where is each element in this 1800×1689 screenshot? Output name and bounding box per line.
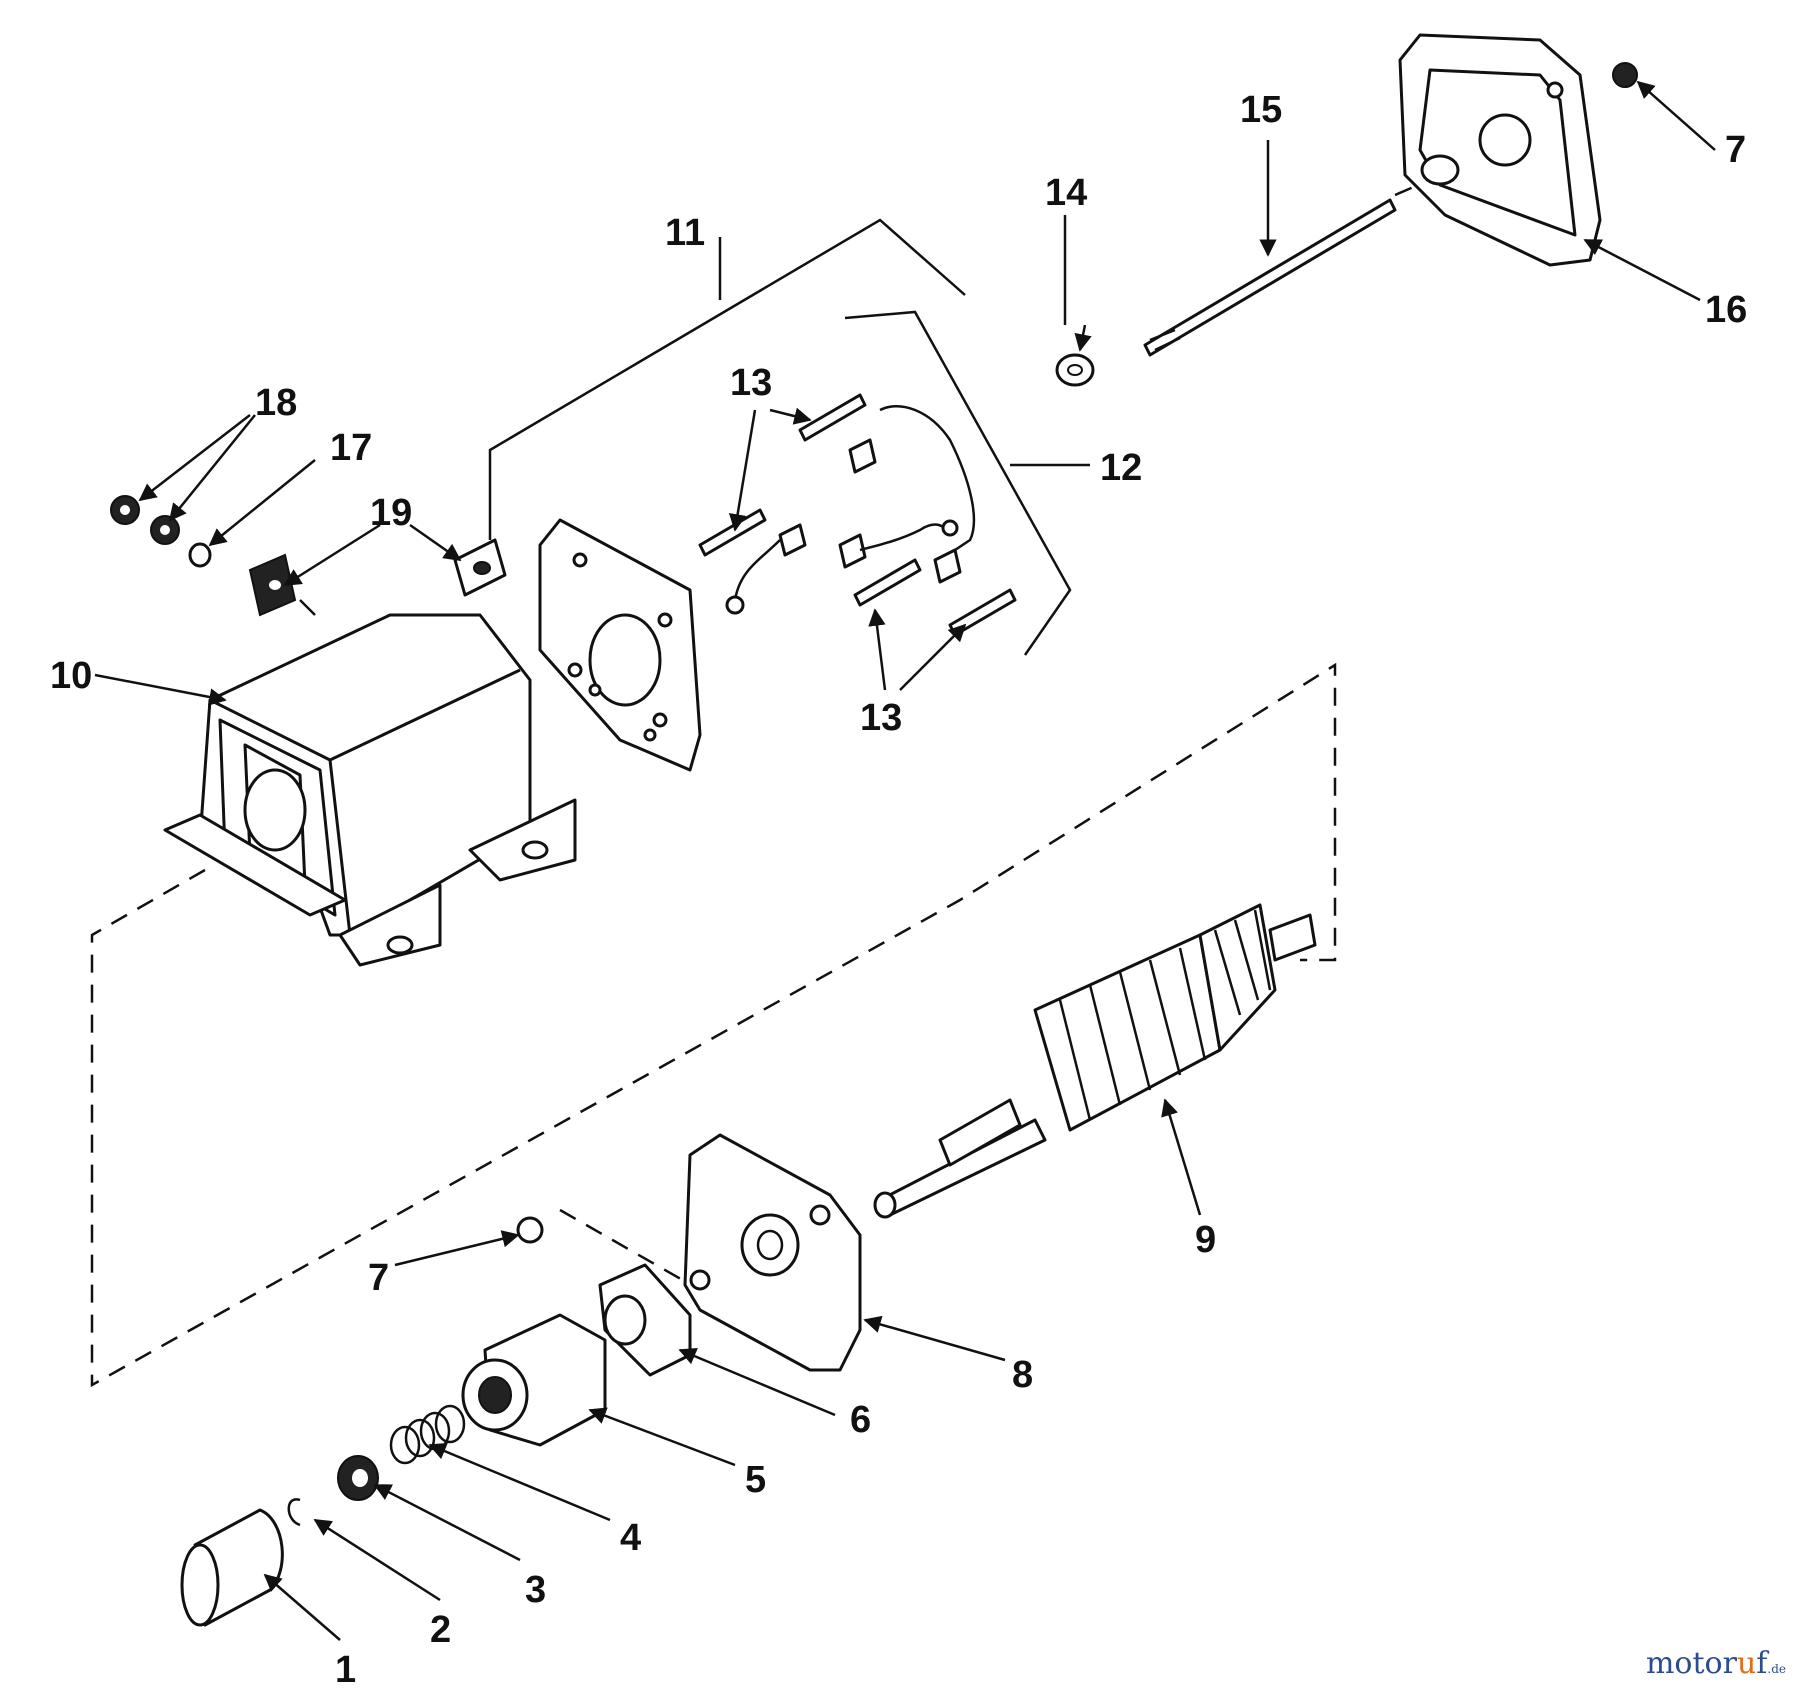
anti-drift-spring bbox=[389, 1404, 466, 1465]
drive-hub bbox=[598, 1263, 692, 1377]
dust-cover bbox=[180, 1508, 284, 1627]
field-frame-housing bbox=[163, 613, 577, 967]
callout-15: 15 bbox=[1240, 89, 1282, 131]
watermark-part2: u bbox=[1736, 1646, 1757, 1681]
callout-4: 4 bbox=[620, 1517, 641, 1559]
pinion-gear bbox=[461, 1313, 607, 1447]
callout-17: 17 bbox=[330, 427, 372, 469]
callout-11: 11 bbox=[665, 212, 705, 254]
spring-retainer bbox=[337, 1455, 379, 1501]
watermark-part3: f bbox=[1756, 1646, 1768, 1681]
callout-13-lower: 13 bbox=[860, 697, 902, 739]
callout-2: 2 bbox=[430, 1609, 451, 1651]
callout-10: 10 bbox=[50, 655, 92, 697]
callout-18: 18 bbox=[255, 382, 297, 424]
group-brackets bbox=[488, 218, 1072, 656]
callout-14: 14 bbox=[1045, 172, 1087, 214]
callout-9: 9 bbox=[1195, 1219, 1216, 1261]
callout-19: 19 bbox=[370, 492, 412, 534]
callout-1: 1 bbox=[335, 1649, 356, 1689]
callout-16: 16 bbox=[1705, 289, 1747, 331]
brush-plate bbox=[538, 518, 702, 772]
callout-6: 6 bbox=[850, 1399, 871, 1441]
callout-8: 8 bbox=[1012, 1354, 1033, 1396]
callout-5: 5 bbox=[745, 1459, 766, 1501]
watermark-logo: motoruf.de bbox=[1646, 1646, 1786, 1681]
drive-end-cap bbox=[683, 1133, 862, 1372]
callout-numbers: 1 2 3 4 5 6 7 8 9 10 11 12 13 13 14 15 1… bbox=[50, 89, 1747, 1689]
callout-12: 12 bbox=[1100, 447, 1142, 489]
brush-springs-and-brushes bbox=[698, 393, 1017, 637]
thrust-washer bbox=[1055, 353, 1095, 387]
watermark-part1: motor bbox=[1645, 1646, 1737, 1681]
terminal-insulators bbox=[248, 538, 507, 617]
armature bbox=[873, 903, 1317, 1219]
callout-7-upper: 7 bbox=[1725, 129, 1746, 171]
commutator-end-cap bbox=[1398, 33, 1602, 267]
through-bolt bbox=[1143, 198, 1397, 357]
leader-lines bbox=[94, 80, 1716, 1641]
callout-3: 3 bbox=[525, 1569, 546, 1611]
watermark-suffix: .de bbox=[1767, 1662, 1786, 1676]
callout-13-upper: 13 bbox=[730, 362, 772, 404]
callout-7-lower: 7 bbox=[368, 1257, 389, 1299]
retaining-ring bbox=[287, 1498, 301, 1527]
terminal-nuts-and-washer bbox=[110, 495, 212, 568]
nuts bbox=[516, 62, 1638, 1244]
